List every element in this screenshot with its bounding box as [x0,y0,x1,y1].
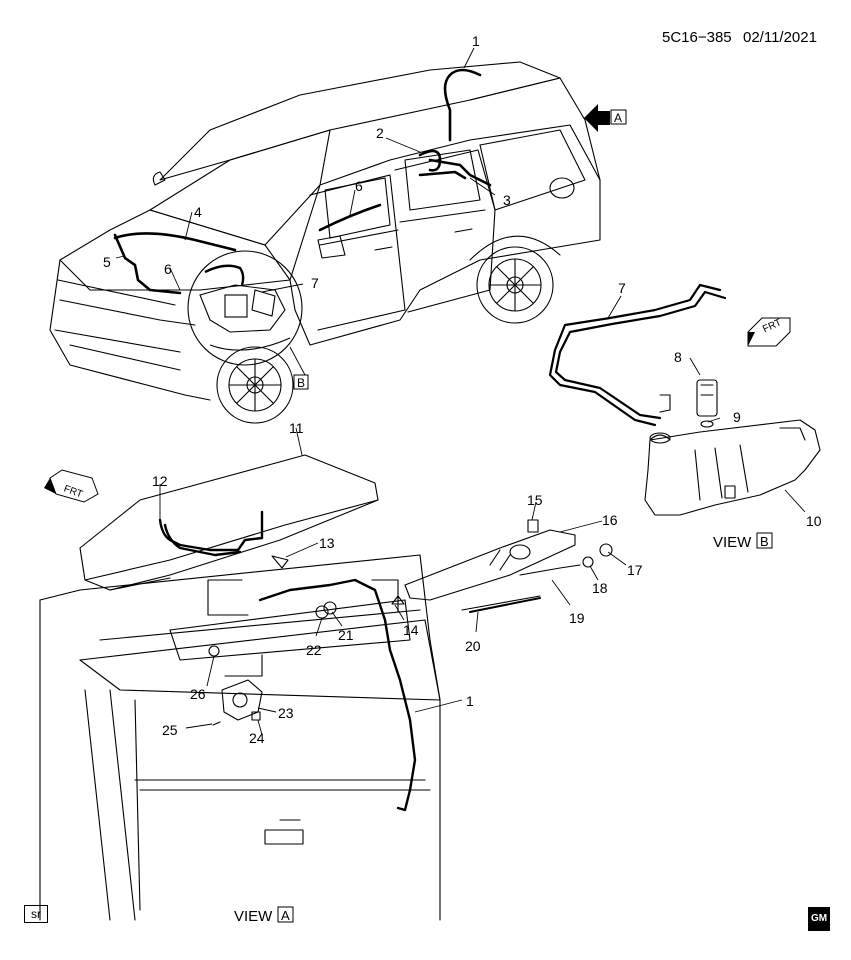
callout-18: 18 [592,580,608,596]
vehicle-hoses [113,68,492,295]
callout-21: 21 [338,627,354,643]
callout-26: 26 [190,686,206,702]
frt-arrow-top-icon [747,317,791,347]
detail-circle-b [187,250,303,366]
callout-20: 20 [465,638,481,654]
leader-lines-top [115,47,806,513]
diagram-id: 5C16−385 [662,29,732,46]
detail-b-letter: B [297,376,305,390]
callout-3: 3 [503,192,511,208]
callout-14: 14 [403,622,419,638]
sr-text: sr [31,907,41,921]
callout-24: 24 [249,730,265,746]
frt-arrow-left-icon [44,469,99,503]
callout-17: 17 [627,562,643,578]
diagram-date: 02/11/2021 [743,29,817,46]
callout-4: 4 [194,204,202,220]
callout-8: 8 [674,349,682,365]
callout-23: 23 [278,705,294,721]
callout-11: 11 [289,420,304,436]
callout-9: 9 [733,409,741,425]
view-b-word: VIEW [713,534,752,551]
rear-view [39,454,613,921]
rear-hoses [158,510,417,812]
gm-logo: GM [808,907,830,931]
callout-12: 12 [152,473,168,489]
callout-13: 13 [319,535,335,551]
callout-19: 19 [569,610,585,626]
callout-6-door: 6 [355,178,363,194]
callout-1-top: 1 [472,33,480,49]
view-a-arrow-letter: A [614,111,622,125]
callout-10: 10 [806,513,822,529]
callout-25: 25 [162,722,178,738]
view-b-letter: B [760,534,769,549]
view-a-letter: A [281,908,290,923]
callout-5: 5 [103,254,111,270]
view-b-assembly [548,283,821,516]
sr-tag: sr [24,905,48,923]
callout-7-viewb: 7 [618,280,626,296]
callout-7-top: 7 [311,275,319,291]
view-a-arrow-icon [584,104,627,132]
callout-1-bottom: 1 [466,693,474,709]
vehicle-overview [49,61,601,424]
callout-22: 22 [306,642,322,658]
callout-2: 2 [376,125,384,141]
callout-16: 16 [602,512,618,528]
callout-15: 15 [527,492,543,508]
diagram-labels: 5C16−385 02/11/2021 1 2 3 4 5 6 6 7 7 8 … [62,29,822,925]
view-a-word: VIEW [234,908,273,925]
gm-logo-text: GM [810,913,828,924]
leader-lines-bottom [159,427,627,736]
callout-6-front: 6 [164,261,172,277]
